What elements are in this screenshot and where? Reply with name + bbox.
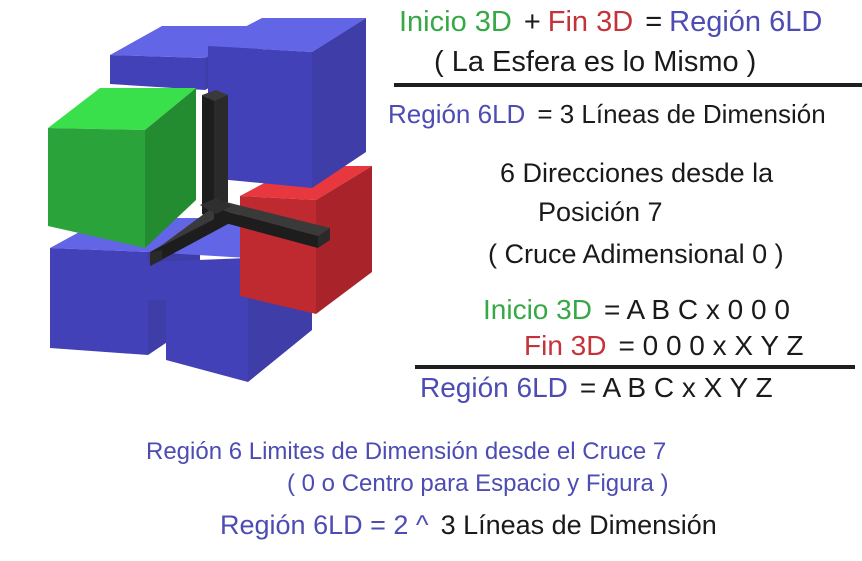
bottom-line-2: ( 0 o Centro para Espacio y Figura ) xyxy=(287,470,669,497)
bottom-line-1: Región 6 Limites de Dimensión desde el C… xyxy=(146,438,667,465)
equation-line-1: Inicio 3D +Fin 3D =Región 6LD xyxy=(399,8,822,37)
horizontal-rule-top xyxy=(394,83,862,87)
3d-cube-cluster-figure xyxy=(0,0,400,420)
plus-sign: + xyxy=(523,6,541,38)
esfera-note: ( La Esfera es lo Mismo ) xyxy=(434,46,757,78)
region-equals-3-lines: Región 6LD = 3 Líneas de Dimensión xyxy=(388,101,826,127)
sum-inicio-label: Inicio 3D xyxy=(483,294,592,325)
cube-right xyxy=(240,166,372,314)
sum-inicio-value: = A B C x 0 0 0 xyxy=(603,294,790,325)
sum-inicio-row: Inicio 3D = A B C x 0 0 0 xyxy=(483,296,790,324)
bottom-line-3-blue: Región 6LD = 2 ^ xyxy=(220,510,429,540)
direcciones-line-2: Posición 7 xyxy=(538,197,663,227)
bottom-line-3: Región 6LD = 2 ^ 3 Líneas de Dimensión xyxy=(220,512,717,539)
axis-cross xyxy=(150,90,330,266)
region-6ld-label: Región 6LD xyxy=(669,6,823,38)
lineas3-rest: = 3 Líneas de Dimensión xyxy=(537,99,826,129)
sum-fin-label: Fin 3D xyxy=(524,330,607,361)
axis-rod-right xyxy=(214,202,330,248)
cube-cluster-svg xyxy=(48,18,372,382)
cube-top-right xyxy=(208,18,366,188)
axis-rod-left xyxy=(150,205,228,266)
sum-fin-row: Fin 3D = 0 0 0 x X Y Z xyxy=(524,332,803,360)
fin-3d-label: Fin 3D xyxy=(547,6,634,38)
sum-region-row: Región 6LD = A B C x X Y Z xyxy=(420,374,773,402)
axis-rod-vertical xyxy=(202,90,228,220)
region-6ld-label-2: Región 6LD xyxy=(388,99,526,129)
sum-region-value: = A B C x X Y Z xyxy=(579,372,773,403)
inicio-3d-label: Inicio 3D xyxy=(399,6,512,38)
axis-hub xyxy=(200,198,232,214)
sum-region-label: Región 6LD xyxy=(420,372,568,403)
direcciones-line-3: ( Cruce Adimensional 0 ) xyxy=(488,239,784,269)
bottom-line-3-black: 3 Líneas de Dimensión xyxy=(440,510,717,540)
direcciones-line-1: 6 Direcciones desde la xyxy=(500,158,774,188)
cube-left xyxy=(48,88,196,248)
sum-fin-value: = 0 0 0 x X Y Z xyxy=(618,330,804,361)
equals-sign: = xyxy=(645,6,663,38)
horizontal-rule-sum xyxy=(415,365,855,369)
